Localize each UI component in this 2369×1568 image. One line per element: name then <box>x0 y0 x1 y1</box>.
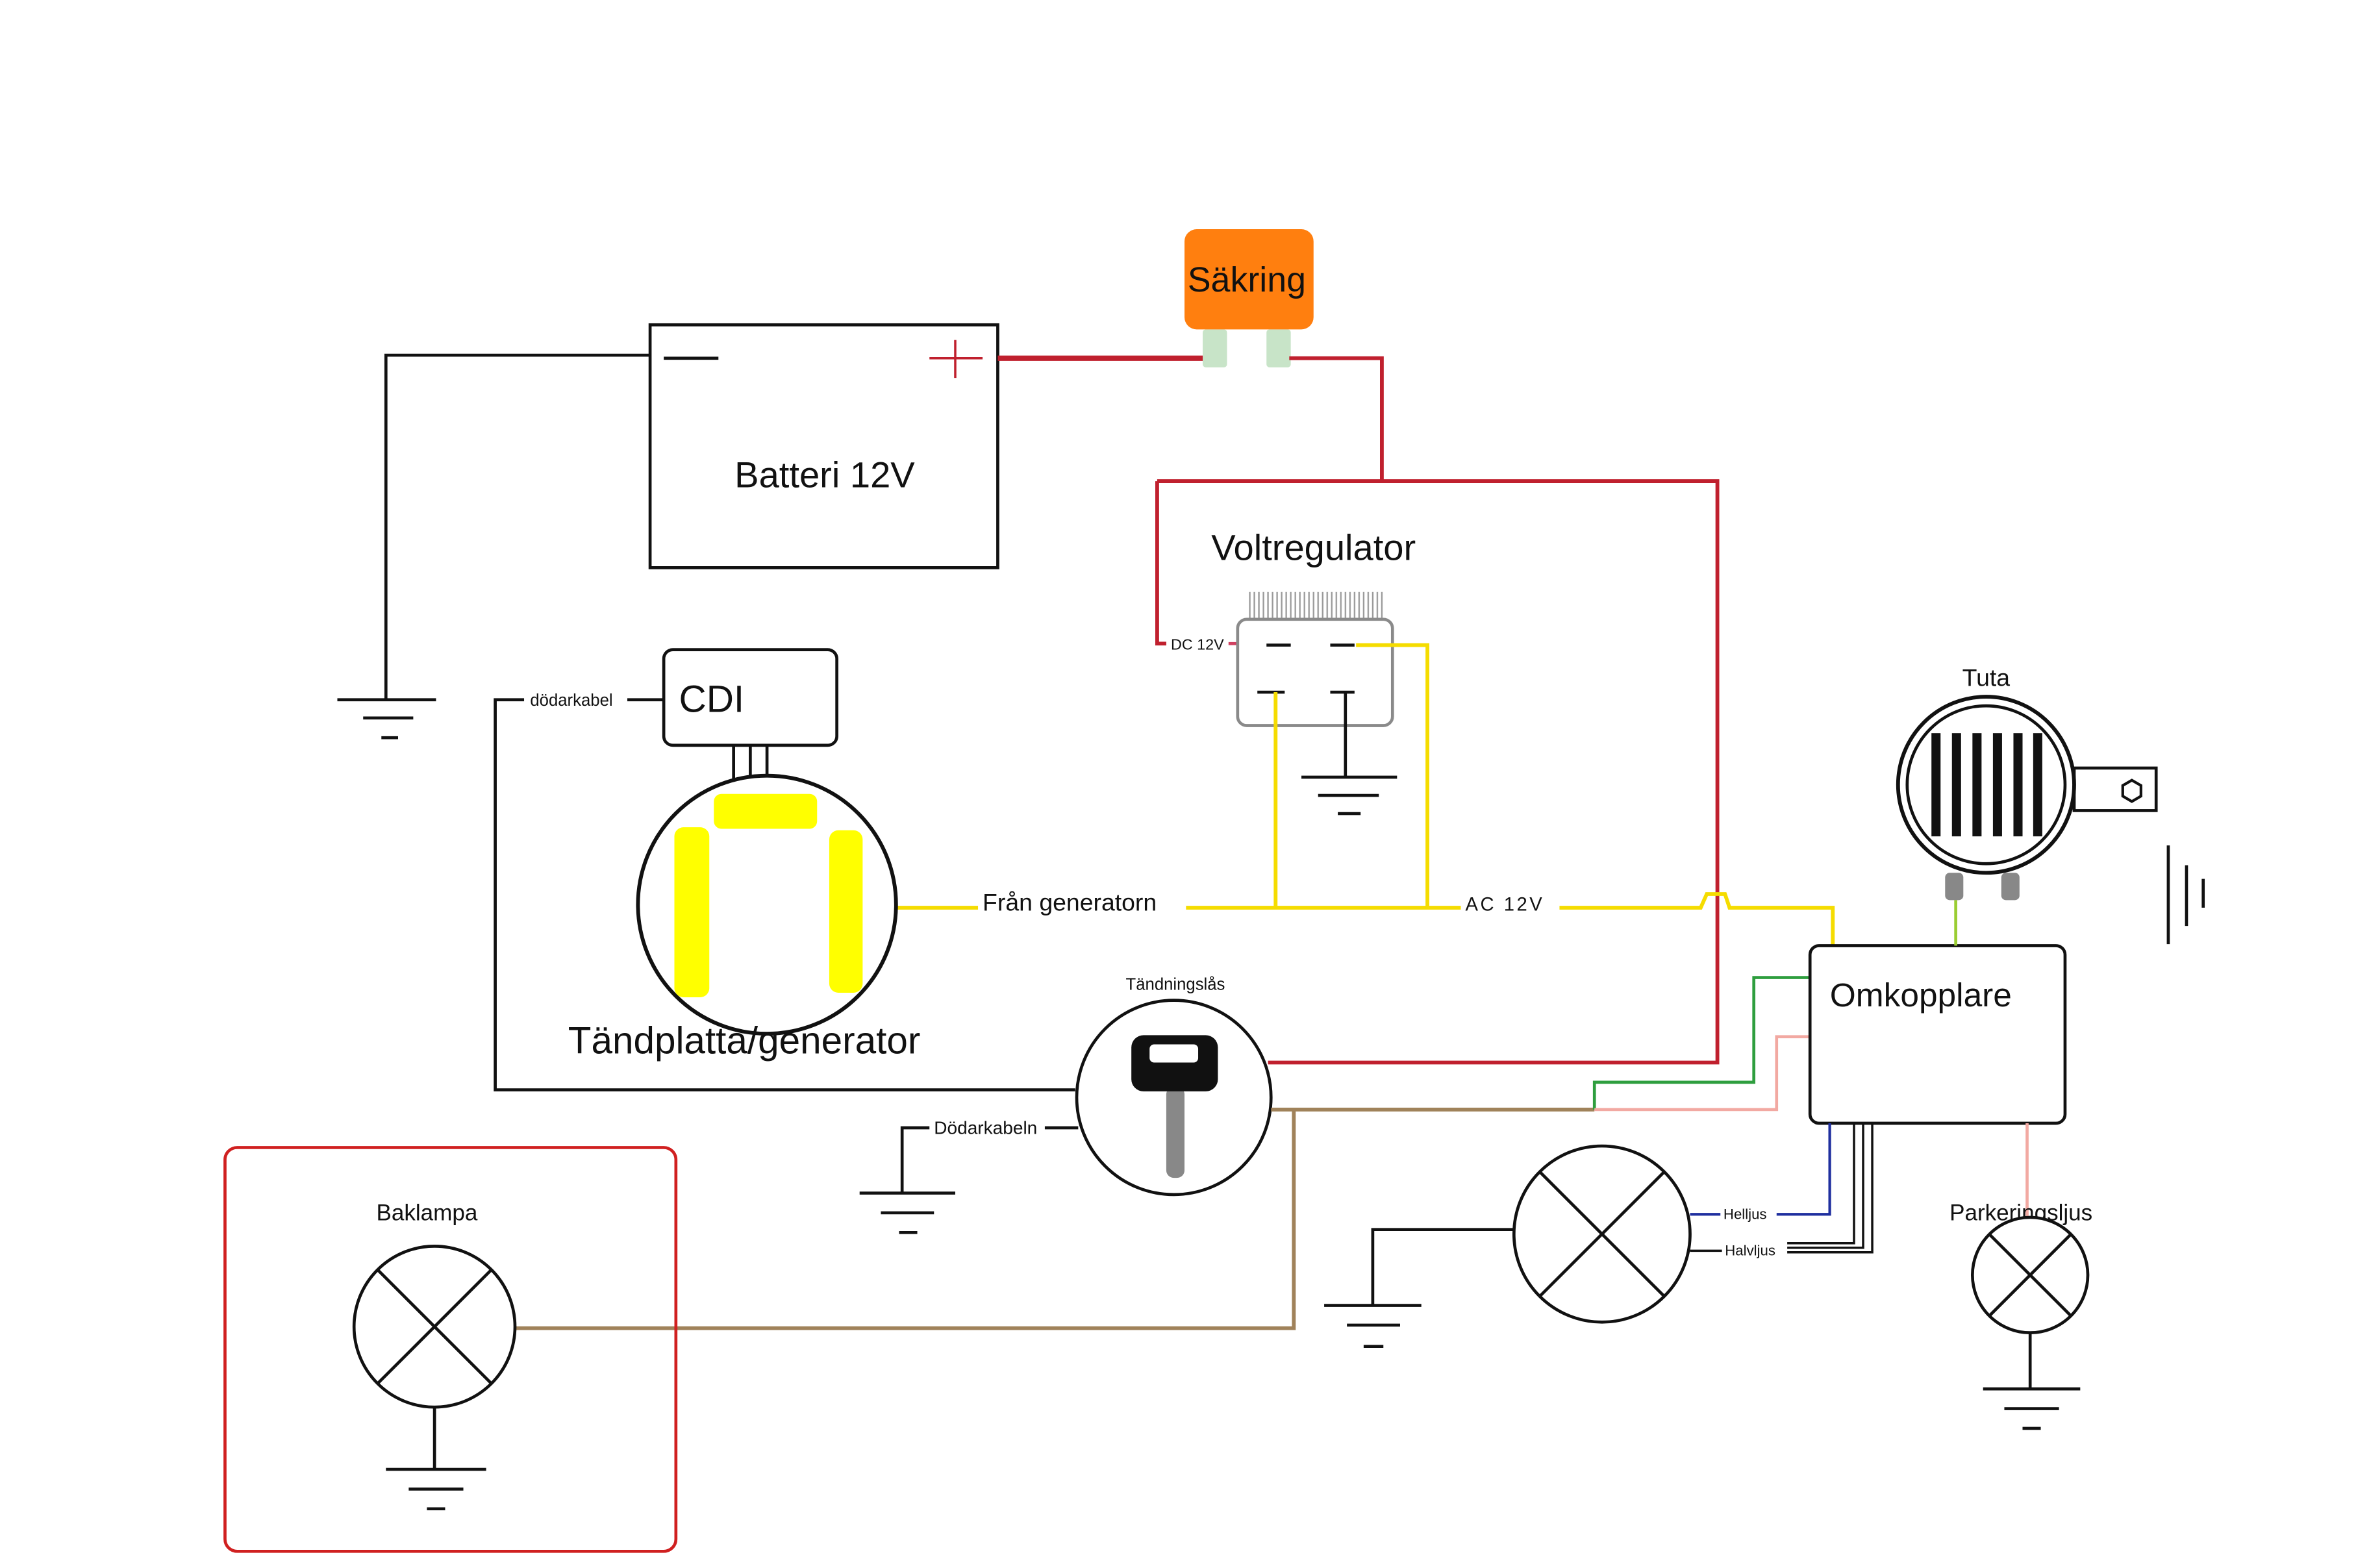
battery-positive-terminal-symbol <box>929 340 983 379</box>
fuse: Säkring <box>1184 229 1314 367</box>
horn-ground-symbol <box>2166 845 2205 945</box>
tail-lamp-brown-wire <box>515 1109 1296 1330</box>
cdi-unit: CDI <box>662 648 838 780</box>
low-beam-wire-a <box>1787 1123 1855 1245</box>
key-head <box>1131 1035 1218 1091</box>
tail-lamp-label: Baklampa <box>376 1201 477 1226</box>
from-generator-label: Från generatorn <box>983 889 1157 916</box>
horn-inner-rim <box>1905 704 2067 865</box>
battery: Batteri 12V <box>648 323 999 569</box>
ignition-ground-wire <box>900 1126 930 1193</box>
horn-outer-rim <box>1896 695 2076 875</box>
parking-light-cross-b <box>1988 1233 2072 1317</box>
key-shaft <box>1166 1086 1184 1178</box>
headlight-cross-b <box>1538 1171 1666 1298</box>
voltage-regulator-label: Voltregulator <box>1211 527 1416 568</box>
dc-12v-label: DC 12V <box>1171 636 1224 653</box>
ignition-switch: Tändningslås <box>1075 975 1273 1197</box>
tail-lamp-frame <box>223 1146 678 1553</box>
horn-grille-bar <box>1972 733 1982 837</box>
key-head-slot <box>1149 1044 1199 1063</box>
switch-unit-label: Omkopplare <box>1830 976 2012 1014</box>
low-beam-label: Halvljus <box>1725 1242 1775 1258</box>
horn-grille-bar <box>1951 733 1961 837</box>
battery-body <box>648 323 999 569</box>
headlight <box>1512 1144 1692 1324</box>
parking-light: Parkeringsljus <box>1949 1201 2092 1334</box>
switch-pink-wire <box>1594 1035 1811 1112</box>
high-beam-wire <box>1776 1123 1831 1216</box>
horn-terminal-right <box>2001 873 2020 901</box>
fuse-terminal-right <box>1266 329 1291 367</box>
fuse-terminal-left <box>1203 329 1227 367</box>
switch-unit-body <box>1808 944 2067 1125</box>
stator-generator: Tändplatta/generator <box>568 773 921 1062</box>
horn-grille-bar <box>1931 733 1941 837</box>
generator-coil-top <box>714 793 818 829</box>
horn-bracket-nut-icon <box>2121 778 2142 803</box>
horn-grille-bar <box>2033 733 2042 837</box>
positive-bus-wire <box>1157 479 1720 1065</box>
tail-lamp-cross-b <box>377 1269 492 1384</box>
low-beam-wire-b <box>1787 1123 1864 1249</box>
battery-ground-wire <box>384 353 651 700</box>
parking-light-ground-symbol <box>1983 1387 2081 1430</box>
battery-label: Batteri 12V <box>734 454 915 495</box>
high-beam-label: Helljus <box>1723 1206 1767 1222</box>
switch-unit: Omkopplare <box>1808 944 2067 1125</box>
fuse-label: Säkring <box>1188 260 1306 299</box>
horn-grille-bar <box>2013 733 2023 837</box>
horn-grille-bar <box>1992 733 2002 837</box>
regulator-dc-wire <box>1155 481 1166 646</box>
fuse-body <box>1184 229 1314 330</box>
ignition-kill-wire-label: Dödarkabeln <box>934 1117 1037 1138</box>
headlight-ground-wire <box>1371 1228 1514 1306</box>
generator-coil-right <box>829 830 863 993</box>
horn-terminal-left <box>1945 873 1964 901</box>
voltage-regulator: Voltregulator DC 12V <box>1171 527 1416 727</box>
cdi-kill-wire-label: dödarkabel <box>530 691 612 710</box>
stator-generator-label: Tändplatta/generator <box>568 1019 921 1062</box>
low-beam-wire-c <box>1787 1123 1874 1254</box>
regulator-heatsink-fins <box>1248 591 1385 619</box>
regulator-ac-wire-right <box>1356 643 1429 908</box>
horn-label: Tuta <box>1962 664 2011 691</box>
tail-lamp: Baklampa <box>223 1146 678 1553</box>
regulator-ground-symbol <box>1301 775 1398 815</box>
switch-green-wire <box>1592 976 1811 1110</box>
cdi-label: CDI <box>679 678 744 720</box>
tail-lamp-ground-symbol <box>386 1467 486 1511</box>
horn: Tuta <box>1896 664 2158 901</box>
ignition-ground-symbol <box>859 1191 955 1234</box>
ac-wire-to-switch-unit <box>1559 892 1835 946</box>
horn-bracket <box>2072 766 2158 812</box>
ignition-switch-label: Tändningslås <box>1126 975 1225 993</box>
battery-ground-symbol <box>337 698 436 740</box>
headlight-ground-symbol <box>1324 1304 1422 1349</box>
regulator-body <box>1236 617 1394 727</box>
fuse-output-wire <box>1289 356 1384 482</box>
generator-coil-left <box>674 827 710 997</box>
cdi-body <box>662 648 838 747</box>
ac-12v-label: AC 12V <box>1466 895 1545 915</box>
kill-wire <box>494 698 1075 1091</box>
